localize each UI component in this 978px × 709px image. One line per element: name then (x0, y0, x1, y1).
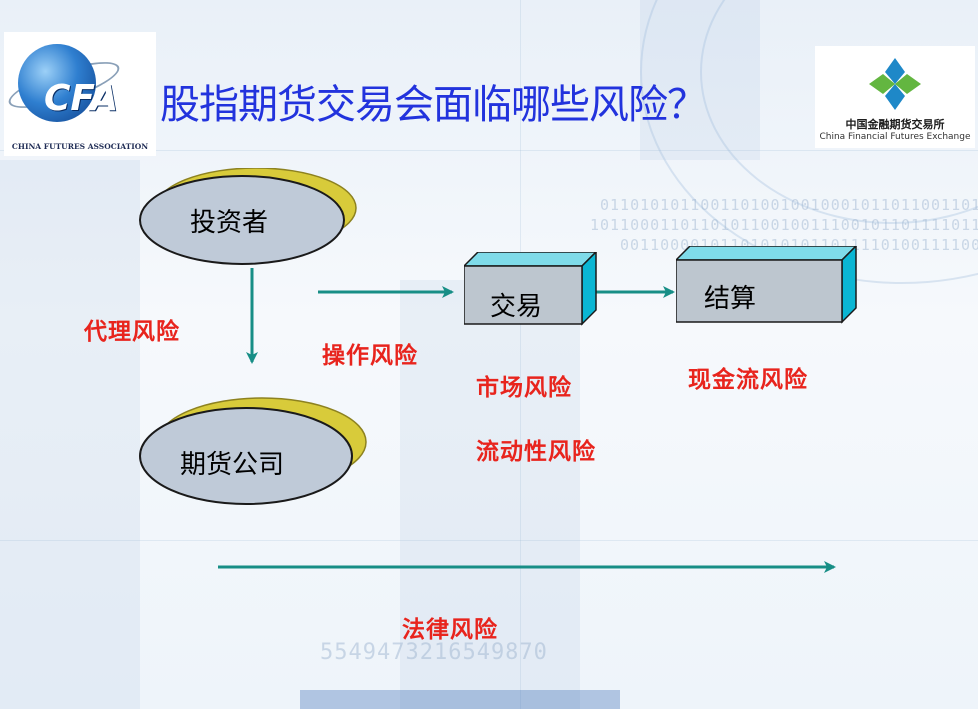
settlement-label: 结算 (704, 284, 757, 314)
globe-icon (18, 44, 96, 122)
background-line (0, 150, 978, 151)
investor-label: 投资者 (190, 208, 269, 238)
background-panel (0, 160, 140, 709)
futures-company-disc-shape (139, 397, 367, 505)
market-risk-label: 市场风险 (476, 374, 572, 401)
background-line (520, 0, 521, 709)
cffex-name-cn: 中国金融期货交易所 (845, 118, 945, 131)
investor-node: 投资者 (138, 167, 368, 268)
background-line (0, 540, 978, 541)
background-panel (400, 280, 580, 709)
operational-risk-label: 操作风险 (322, 342, 418, 369)
cfa-logo: CFA CHINA FUTURES ASSOCIATION (4, 32, 156, 156)
cfa-logo-mark: CFA (44, 78, 119, 119)
liquidity-risk-label: 流动性风险 (476, 438, 596, 465)
trading-box-shape (462, 250, 598, 326)
cffex-logo: 中国金融期货交易所 China Financial Futures Exchan… (815, 46, 975, 148)
settlement-box-shape (674, 244, 858, 324)
futures-company-label: 期货公司 (180, 450, 285, 480)
legal-risk-label: 法律风险 (402, 616, 498, 643)
cffex-name-en: China Financial Futures Exchange (819, 132, 971, 142)
futures-company-node: 期货公司 (138, 396, 378, 508)
trading-node: 交易 (462, 250, 598, 326)
investor-disc-shape (139, 167, 357, 265)
settlement-node: 结算 (674, 244, 858, 324)
agency-risk-label: 代理风险 (84, 318, 180, 345)
trading-label: 交易 (490, 292, 543, 322)
slide-title: 股指期货交易会面临哪些风险？ (160, 82, 707, 128)
background-panel (300, 690, 620, 709)
cffex-emblem-icon (869, 58, 921, 110)
background-digits: 0110101011001101001001000101101100110101 (600, 196, 978, 214)
cash-flow-risk-label: 现金流风险 (688, 366, 808, 393)
background-digits: 5549473216549870 (320, 640, 548, 665)
background-digits: 1011000110110101100100111001011011110111 (590, 216, 978, 234)
cfa-logo-caption: CHINA FUTURES ASSOCIATION (11, 142, 149, 151)
